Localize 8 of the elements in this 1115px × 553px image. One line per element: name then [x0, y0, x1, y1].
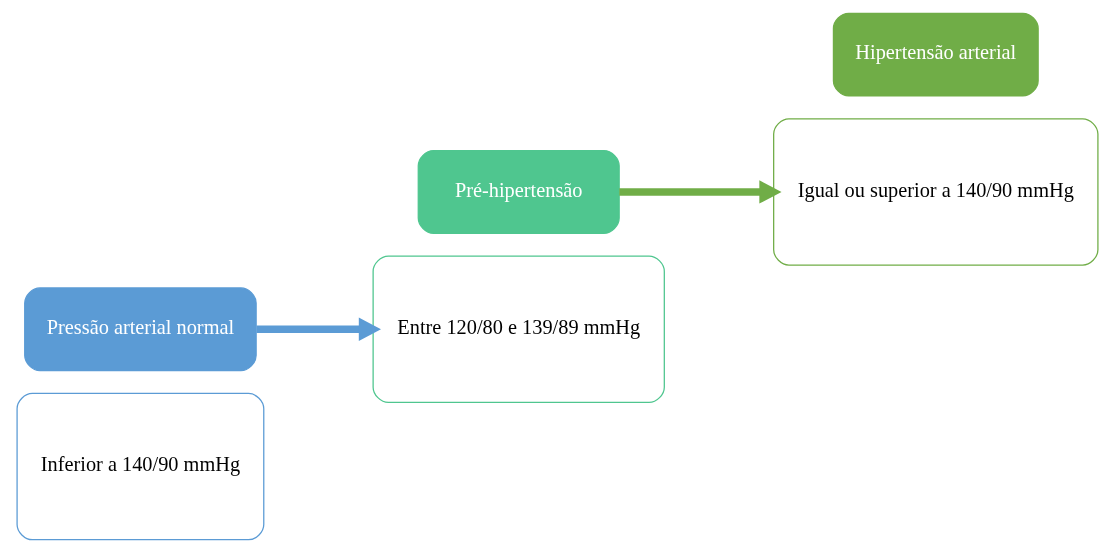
arrow: [256, 317, 381, 341]
node-box: Pressão arterial normal: [24, 287, 257, 372]
node-box: Igual ou superior a 140/90 mmHg: [773, 118, 1099, 266]
node-box: Entre 120/80 e 139/89 mmHg: [372, 255, 665, 403]
node-box: Hipertensão arterial: [832, 12, 1039, 97]
arrow: [619, 180, 782, 204]
node-box: Inferior a 140/90 mmHg: [16, 392, 265, 541]
node-box: Pré-hipertensão: [417, 150, 620, 234]
